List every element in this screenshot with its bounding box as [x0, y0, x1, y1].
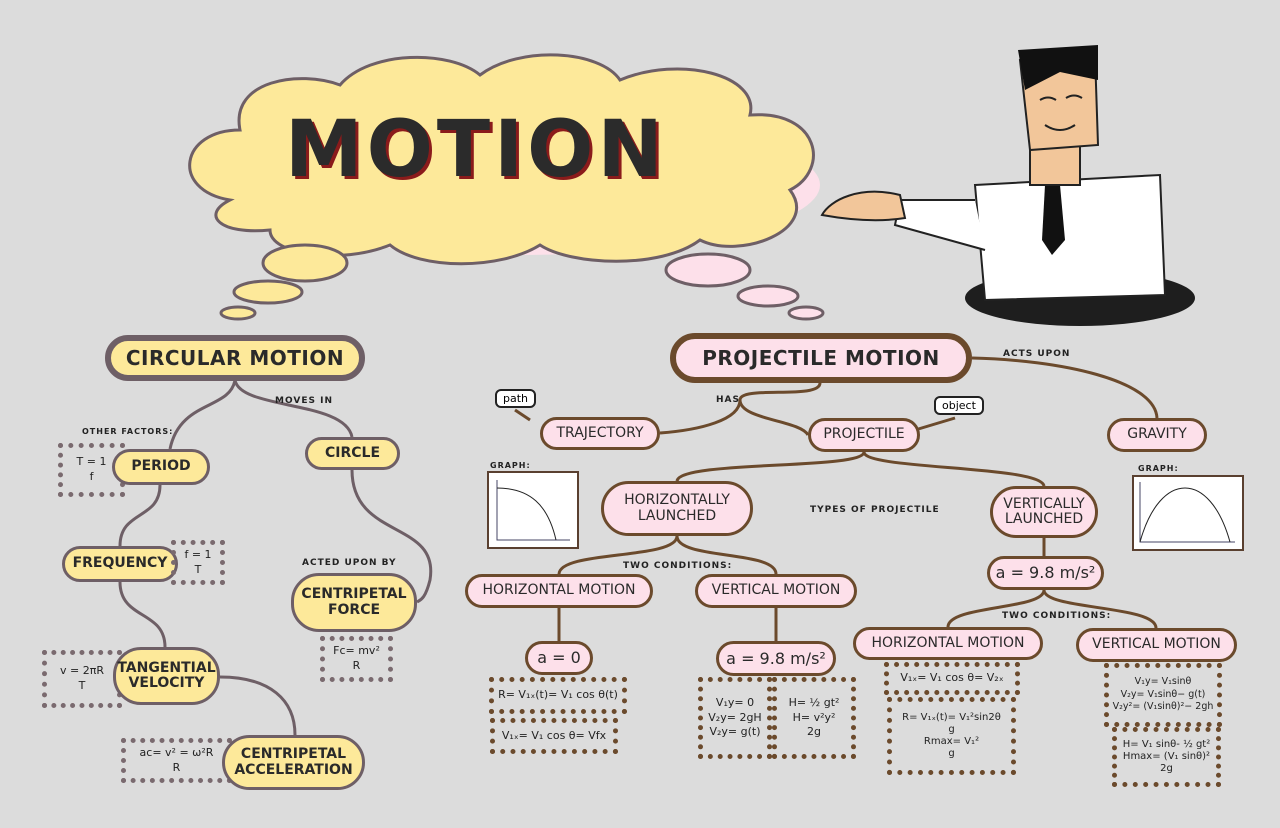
path-callout: path [495, 389, 537, 408]
formula-line: H= v²y² [792, 710, 836, 724]
circular-motion-node: CIRCULAR MOTION [105, 335, 365, 381]
gravity-node: GRAVITY [1107, 418, 1207, 452]
formula-line: H= V₁ sinθ- ½ gt² [1122, 739, 1211, 750]
professor-character [820, 45, 1195, 326]
formula-line: 2g [1160, 763, 1173, 774]
h-launch-vertical-motion: VERTICAL MOTION [695, 574, 857, 608]
formula-line: V₁y= V₁sinθ [1134, 675, 1192, 687]
frequency-node: FREQUENCY [62, 546, 178, 582]
centripetal-force-node: CENTRIPETAL FORCE [291, 573, 417, 632]
vx-formula: V₁ₓ= V₁ cos θ= Vfx [490, 718, 618, 754]
formula-line: g [948, 748, 955, 759]
period-node: PERIOD [112, 449, 210, 485]
h-launch-a-vertical: a = 9.8 m/s² [716, 641, 836, 676]
formula-line: V₂y= V₁sinθ− g(t) [1120, 688, 1206, 700]
v-launch-vx-formula: V₁ₓ= V₁ cos θ= V₂ₓ [884, 662, 1020, 695]
thought-cloud [188, 53, 815, 266]
types-of-projectile-label: TYPES OF PROJECTILE [810, 505, 940, 515]
formula-line: R [352, 659, 361, 672]
projectile-node: PROJECTILE [808, 418, 920, 452]
v-launch-horizontal-motion: HORIZONTAL MOTION [853, 627, 1043, 660]
range-formula: R= V₁ₓ(t)= V₁ cos θ(t) [489, 677, 627, 714]
vertically-launched-node: VERTICALLY LAUNCHED [990, 486, 1098, 538]
v-launch-a: a = 9.8 m/s² [987, 556, 1104, 590]
circle-node: CIRCLE [305, 437, 400, 470]
projectile-motion-node: PROJECTILE MOTION [670, 333, 972, 383]
horizontally-launched-node: HORIZONTALLY LAUNCHED [601, 481, 753, 536]
formula-line: g [948, 724, 955, 735]
formula-line: Rmax= V₁² [923, 736, 980, 747]
moves-in-label: MOVES IN [275, 396, 333, 406]
formula-line: v = 2πR [60, 664, 104, 678]
graph-vertical-launch [1132, 475, 1244, 551]
formula-line: T [194, 562, 202, 576]
formula-line: V₂y= 2gH [708, 710, 762, 724]
formula-line: V₁y= 0 [715, 695, 755, 709]
formula-line: R [172, 760, 181, 774]
formula-line: V₂y= g(t) [709, 725, 761, 739]
h-launch-a-horizontal: a = 0 [525, 641, 593, 675]
formula-line: Hmax= (V₁ sinθ)² [1122, 751, 1211, 762]
trajectory-node: TRAJECTORY [540, 417, 660, 450]
formula-line: R= V₁ₓ(t)= V₁²sin2θ [902, 712, 1001, 723]
graph-horizontal-launch [487, 471, 579, 549]
formula-line: T [78, 679, 86, 692]
graph-label: GRAPH: [490, 461, 531, 470]
connectors [118, 379, 433, 736]
connectors [514, 356, 1159, 641]
centripetal-acceleration-node: CENTRIPETAL ACCELERATION [222, 735, 365, 790]
formula-line: 2g [807, 725, 821, 739]
two-conditions-label: TWO CONDITIONS: [623, 561, 733, 571]
formula-line: Fc= mv² [333, 644, 380, 658]
formula-line: T = 1 [76, 455, 107, 469]
formula-line: H= ½ gt² [788, 695, 840, 709]
two-conditions-label: TWO CONDITIONS: [1002, 611, 1112, 621]
formula-line: ac= v² = ω²R [139, 745, 214, 759]
tangential-velocity-node: TANGENTIAL VELOCITY [113, 647, 220, 705]
formula-line: f [89, 470, 94, 483]
acts-upon-label: ACTS UPON [1003, 349, 1071, 359]
formula-line: f = 1 [184, 547, 212, 561]
other-factors-label: OTHER FACTORS: [82, 427, 174, 436]
object-callout: object [934, 396, 984, 415]
thought-bubbles [219, 243, 825, 321]
has-label: HAS [716, 395, 740, 405]
v-launch-vertical-motion: VERTICAL MOTION [1076, 628, 1237, 662]
h-launch-horizontal-motion: HORIZONTAL MOTION [465, 574, 653, 608]
acted-upon-by-label: ACTED UPON BY [302, 558, 397, 568]
formula-line: V₂y²= (V₁sinθ)²− 2gh [1112, 701, 1214, 713]
graph-label: GRAPH: [1138, 464, 1179, 473]
main-title: MOTION [285, 105, 667, 195]
